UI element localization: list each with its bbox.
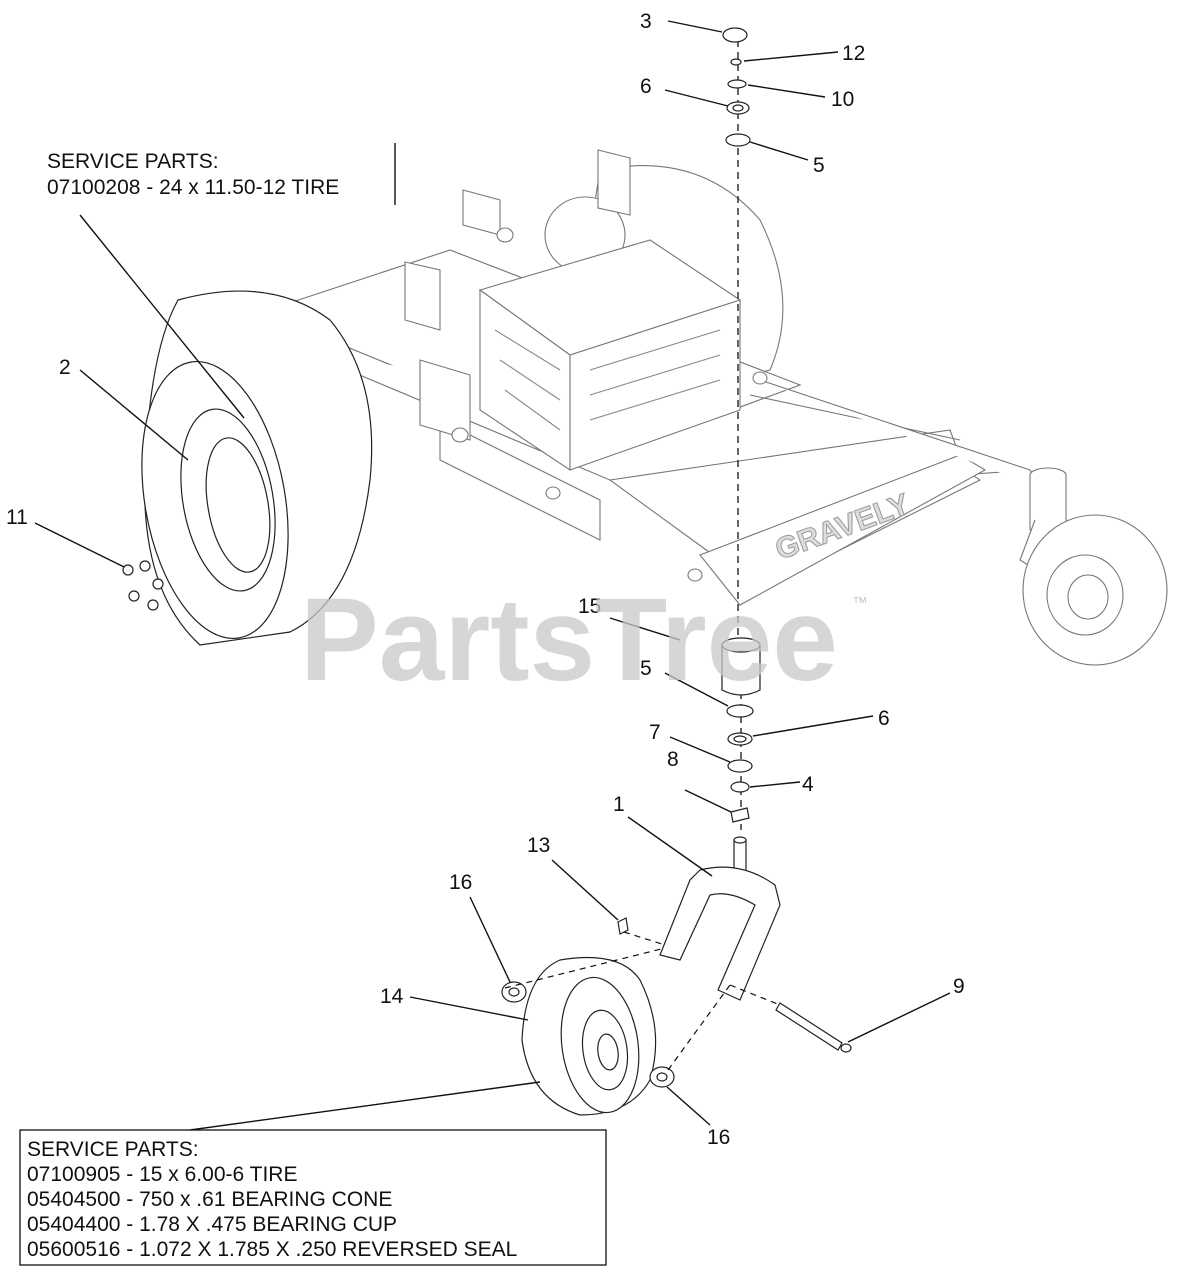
callout-4: 4 <box>802 773 814 796</box>
rear-tire <box>141 290 373 646</box>
mower-frame: GRAVELY <box>260 149 1046 606</box>
lug-nuts <box>122 560 164 611</box>
service-parts-bottom-line: 07100905 - 15 x 6.00-6 TIRE <box>27 1163 297 1186</box>
service-parts-bottom: SERVICE PARTS: 07100905 - 15 x 6.00-6 TI… <box>19 1129 607 1266</box>
callout-11: 11 <box>6 506 28 529</box>
callout-10: 10 <box>831 88 854 111</box>
watermark: PartsTree ™ <box>300 574 868 706</box>
callout-3: 3 <box>640 10 652 33</box>
callout-6-bottom: 6 <box>878 707 890 730</box>
callout-12: 12 <box>842 42 865 65</box>
callout-2: 2 <box>59 356 71 379</box>
callout-1: 1 <box>613 793 625 816</box>
callout-5-top: 5 <box>813 154 825 177</box>
callout-5-bottom: 5 <box>640 657 652 680</box>
grease-fitting <box>617 917 666 946</box>
axle-bolt <box>729 984 852 1053</box>
callout-numbers: 3 12 6 10 5 2 11 15 5 6 7 4 8 1 13 16 9 … <box>6 10 965 1149</box>
callout-13: 13 <box>527 834 550 857</box>
callout-6-top: 6 <box>640 75 652 98</box>
service-parts-top-heading: SERVICE PARTS: <box>47 150 219 173</box>
caster-stack <box>721 27 761 830</box>
right-caster-assembly <box>1019 467 1168 666</box>
watermark-tm: ™ <box>852 595 868 612</box>
service-parts-bottom-line: 05404400 - 1.78 X .475 BEARING CUP <box>27 1213 397 1236</box>
service-parts-top-line: 07100208 - 24 x 11.50-12 TIRE <box>47 176 339 199</box>
watermark-text: PartsTree <box>300 574 838 706</box>
service-parts-bottom-line: 05600516 - 1.072 X 1.785 X .250 REVERSED… <box>27 1238 517 1261</box>
service-parts-bottom-line: 05404500 - 750 x .61 BEARING CONE <box>27 1188 392 1211</box>
callout-14: 14 <box>380 985 404 1008</box>
caster-wheel <box>521 956 657 1116</box>
callout-16-left: 16 <box>449 871 472 894</box>
callout-7: 7 <box>649 721 661 744</box>
leader-lines <box>34 20 951 1131</box>
caster-fork <box>659 836 781 1001</box>
service-parts-top: SERVICE PARTS: 07100208 - 24 x 11.50-12 … <box>47 150 339 199</box>
callout-15: 15 <box>578 595 601 618</box>
wheel-spacers <box>501 947 731 1088</box>
callout-8: 8 <box>667 748 679 771</box>
service-parts-bottom-heading: SERVICE PARTS: <box>27 1138 199 1161</box>
callout-16-right: 16 <box>707 1126 730 1149</box>
callout-9: 9 <box>953 975 965 998</box>
